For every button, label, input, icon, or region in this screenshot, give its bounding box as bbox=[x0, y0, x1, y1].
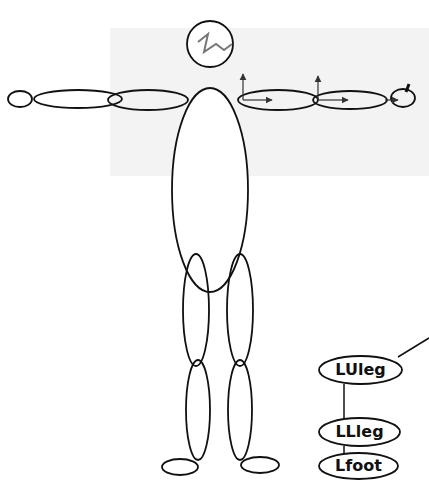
head-scribble bbox=[198, 34, 232, 52]
node-label: LLleg bbox=[335, 423, 401, 441]
node-label: Lfoot bbox=[335, 457, 399, 475]
parent-link bbox=[398, 338, 429, 357]
hierarchy-node: Lfoot bbox=[318, 452, 399, 480]
node-label: LUleg bbox=[335, 361, 403, 379]
node-ellipse bbox=[319, 356, 402, 384]
left-foot bbox=[162, 459, 198, 475]
head bbox=[187, 21, 233, 67]
left-forearm bbox=[313, 91, 387, 109]
left-upper-arm bbox=[238, 90, 318, 110]
hierarchy-node: LLleg bbox=[318, 417, 401, 447]
shaded-band bbox=[110, 28, 429, 176]
right-lower-leg bbox=[228, 360, 252, 460]
right-upper-arm bbox=[108, 90, 188, 110]
hierarchy-link bbox=[343, 446, 345, 453]
axis-arrow bbox=[243, 99, 272, 100]
right-foot bbox=[241, 457, 279, 473]
left-lower-leg bbox=[186, 360, 210, 460]
right-hand bbox=[8, 91, 32, 107]
left-hand bbox=[391, 89, 415, 107]
axis-arrow bbox=[385, 99, 398, 100]
torso bbox=[172, 88, 248, 292]
axis-arrow bbox=[242, 74, 243, 100]
right-upper-leg bbox=[227, 254, 253, 366]
axis-arrow bbox=[318, 99, 348, 100]
node-ellipse bbox=[319, 418, 400, 446]
node-ellipse bbox=[319, 453, 398, 479]
hierarchy-link bbox=[343, 384, 345, 418]
hierarchy-node: LUleg bbox=[318, 355, 403, 385]
hand-mark bbox=[406, 84, 409, 92]
axis-arrow bbox=[317, 76, 318, 100]
left-upper-leg bbox=[183, 254, 209, 366]
